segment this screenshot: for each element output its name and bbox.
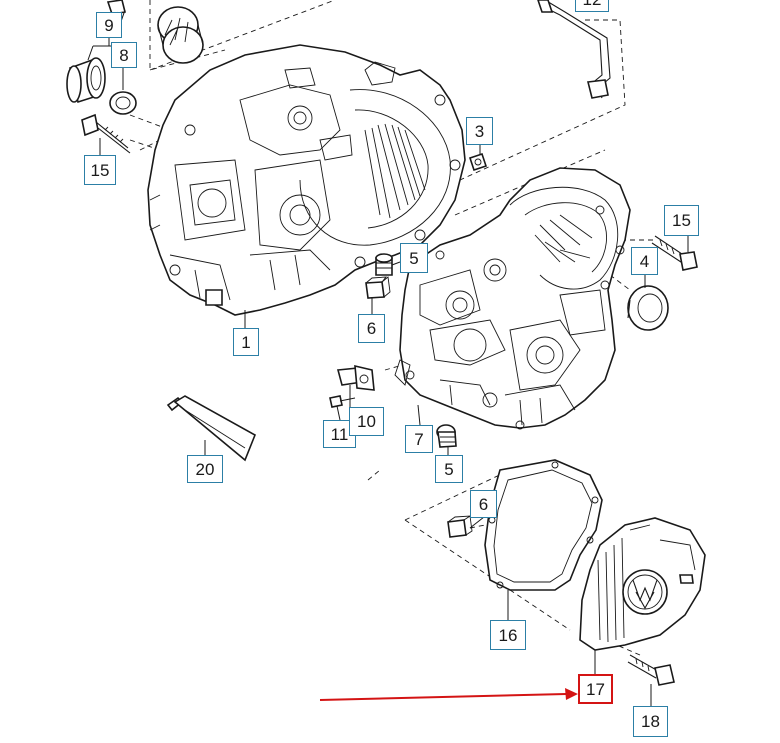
callout-1[interactable]: 1 (233, 328, 259, 356)
roller-bearing (157, 6, 204, 64)
callout-5-bottom[interactable]: 5 (435, 455, 463, 483)
sealant-tube-part-20 (166, 395, 257, 462)
callout-17-highlighted[interactable]: 17 (578, 674, 613, 704)
callout-18[interactable]: 18 (633, 706, 668, 737)
bolt-part-3 (468, 152, 488, 172)
cover-part-17 (579, 517, 706, 651)
bushing-part-9 (66, 57, 106, 104)
callout-15-left[interactable]: 15 (84, 155, 116, 185)
callout-15-right[interactable]: 15 (664, 205, 699, 236)
highlight-arrow (319, 688, 578, 701)
callout-20[interactable]: 20 (187, 455, 223, 483)
callout-10[interactable]: 10 (349, 407, 384, 436)
callout-3[interactable]: 3 (466, 117, 493, 145)
shift-rod-part-12 (537, 0, 611, 99)
plug-part-5-top (375, 253, 393, 276)
callout-8[interactable]: 8 (111, 42, 137, 68)
screw-part-11 (329, 395, 356, 408)
plug-part-5-bottom (436, 424, 457, 448)
callout-6-bottom[interactable]: 6 (470, 490, 497, 518)
seal-part-4 (627, 285, 669, 331)
callout-9[interactable]: 9 (96, 12, 122, 38)
gearbox-housing-part-7 (394, 167, 631, 430)
seal-ring-part-8 (109, 91, 137, 115)
sensor-part-10 (336, 364, 375, 391)
callout-4[interactable]: 4 (631, 247, 658, 275)
gasket-part-16 (484, 459, 603, 591)
cap-part-6-top (365, 276, 391, 299)
callout-7[interactable]: 7 (405, 425, 433, 453)
bolt-part-15-right (651, 235, 698, 271)
callout-6-top[interactable]: 6 (358, 314, 385, 343)
callout-12[interactable]: 12 (575, 0, 609, 12)
gearbox-housing-part-1 (147, 44, 466, 316)
callout-16[interactable]: 16 (490, 620, 526, 650)
bolt-part-15-left (81, 113, 131, 154)
callout-5-top[interactable]: 5 (400, 243, 428, 273)
cap-part-6-bottom (447, 515, 473, 538)
bolt-part-18 (627, 654, 675, 686)
